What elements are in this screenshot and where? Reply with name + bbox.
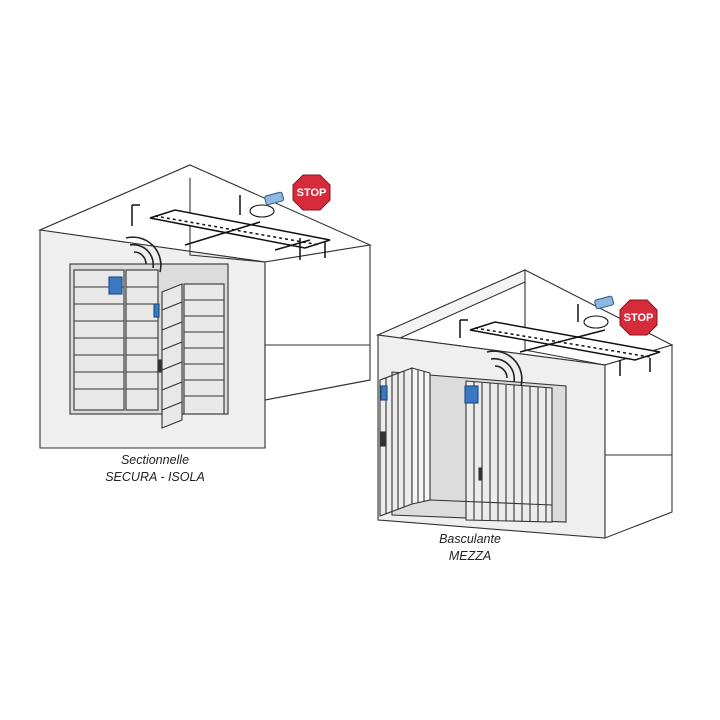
right-door-handle-2 bbox=[478, 467, 483, 481]
tilting-door-open-leaf bbox=[379, 367, 431, 517]
left-door-sensor bbox=[153, 303, 160, 318]
left-interior-wall bbox=[189, 178, 266, 263]
right-wireless-signal-icon bbox=[486, 350, 523, 387]
left-stop-sign-icon: STOP bbox=[292, 174, 331, 211]
sectional-caption: Sectionnelle SECURA - ISOLA bbox=[70, 452, 240, 486]
sectional-caption-line1: Sectionnelle bbox=[120, 453, 190, 467]
sectional-caption-line2: SECURA - ISOLA bbox=[105, 470, 205, 484]
left-opener-rail bbox=[131, 195, 331, 260]
right-remote-control bbox=[594, 295, 615, 310]
left-stop-label: STOP bbox=[297, 187, 327, 199]
tilting-garage-scene bbox=[375, 269, 674, 539]
tilting-caption-line1: Basculante bbox=[439, 532, 501, 546]
right-stop-label: STOP bbox=[624, 312, 654, 324]
right-opener-rail bbox=[459, 304, 661, 376]
left-wall-photocell bbox=[108, 276, 123, 295]
right-floor-threshold bbox=[429, 499, 553, 506]
left-building-side-wall bbox=[264, 244, 371, 401]
right-door-sensor bbox=[380, 385, 388, 401]
tilting-caption-line2: MEZZA bbox=[448, 549, 492, 563]
left-remote-control bbox=[264, 191, 285, 206]
tilting-door-panel bbox=[465, 380, 553, 523]
sectional-garage-scene bbox=[37, 164, 372, 449]
left-wireless-signal-icon bbox=[125, 236, 162, 273]
right-building-side-wall bbox=[604, 344, 673, 539]
sectional-door-left-leaf bbox=[73, 269, 159, 411]
sectional-door-right-leaf bbox=[161, 283, 225, 429]
left-motor-unit bbox=[249, 204, 275, 218]
right-wall-photocell bbox=[464, 385, 479, 404]
left-door-handle bbox=[157, 359, 162, 373]
left-floor-edge bbox=[264, 379, 371, 401]
right-motor-unit bbox=[583, 315, 609, 329]
right-door-handle bbox=[380, 431, 386, 447]
right-stop-sign-icon: STOP bbox=[619, 299, 658, 336]
tilting-caption: Basculante MEZZA bbox=[395, 531, 545, 565]
